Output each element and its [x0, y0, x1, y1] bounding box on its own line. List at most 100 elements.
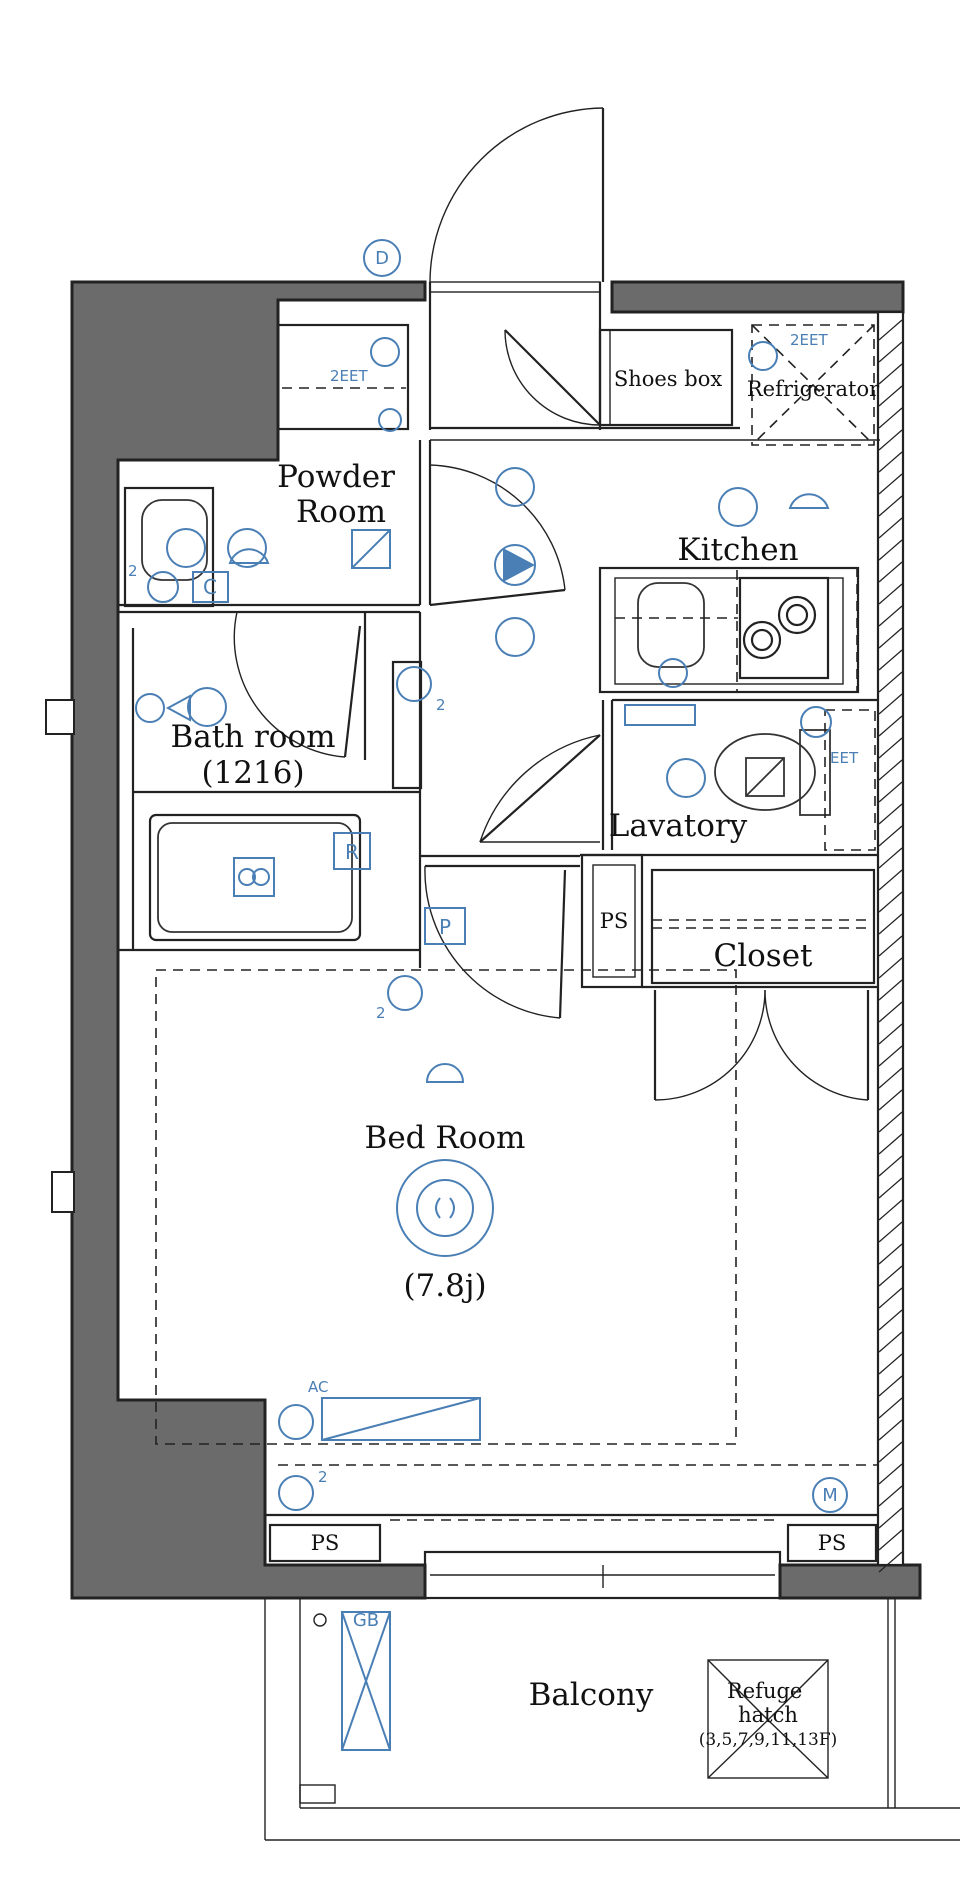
toilet-tank	[799, 729, 831, 816]
powder-room-label-line2: Room	[296, 494, 386, 530]
burner-2-inner	[750, 628, 774, 652]
two-label-b: 2	[436, 696, 446, 714]
p-label: P	[439, 915, 451, 939]
sliding-window	[423, 1550, 782, 1600]
ac-label: AC	[308, 1378, 328, 1396]
hatch-line	[878, 671, 903, 693]
light-icon-3	[495, 617, 535, 657]
drain-grate	[299, 1784, 336, 1804]
hatch-line	[878, 1353, 903, 1375]
hatch-line	[878, 1287, 903, 1309]
lavatory-door-leaf	[479, 734, 601, 843]
hatch-line	[878, 979, 903, 1001]
refuge-hatch-line2: hatch	[738, 1703, 798, 1727]
gb-cross-2	[341, 1611, 391, 1751]
gb-box	[341, 1611, 391, 1751]
hatch-line	[878, 1529, 903, 1551]
bath-sensor-icon	[135, 693, 165, 723]
washer-space	[276, 323, 410, 431]
powder-room-label-line1: Powder	[277, 459, 395, 495]
ceiling-light-inner	[416, 1179, 474, 1237]
hatch-line	[878, 913, 903, 935]
lavatory-light-icon	[666, 758, 706, 798]
two-label-d: 2	[318, 1468, 328, 1486]
panel-icon	[351, 529, 391, 569]
bath-room-label: Bath room	[170, 719, 335, 755]
vent-icon-l	[238, 868, 256, 886]
fan-icon	[788, 493, 830, 509]
exterior-wall-north-east	[610, 280, 905, 314]
two-eet-label-a: 2EET	[330, 367, 368, 385]
closet-door-left-swing	[654, 989, 766, 1101]
refuge-hatch-diag-3	[707, 1719, 769, 1779]
outlet-icon-4	[396, 666, 432, 702]
hatch-line	[878, 891, 903, 913]
kitchen-sink	[637, 582, 705, 668]
fridge-cross-2	[751, 324, 875, 446]
washbasin-counter	[123, 486, 215, 608]
hatch-line	[878, 1155, 903, 1177]
hatch-line	[878, 803, 903, 825]
hatch-line	[878, 1045, 903, 1067]
kitchen-counter	[598, 566, 860, 694]
lavatory-door-swing	[479, 734, 601, 843]
c-label: C	[203, 575, 217, 599]
gb-label: GB	[353, 1610, 379, 1631]
hatch-line	[878, 825, 903, 847]
hatch-line	[878, 1331, 903, 1353]
kitchen-outlet-icon	[658, 658, 688, 688]
toilet-lid-panel	[745, 757, 785, 797]
bath-door-swing	[233, 611, 346, 758]
hatch-line	[878, 649, 903, 671]
hatch-line	[878, 627, 903, 649]
closet-door-right-swing	[764, 989, 869, 1101]
ps-right-box	[786, 1523, 878, 1563]
r-box	[333, 832, 371, 870]
hatch-line	[878, 539, 903, 561]
lavatory-shelf	[624, 704, 696, 726]
washbasin-bowl	[141, 499, 208, 581]
bed-size-label: (7.8j)	[403, 1268, 486, 1304]
shoes-box	[598, 328, 734, 427]
hatch-line	[878, 583, 903, 605]
switch-circle-icon	[494, 544, 536, 586]
hatch-line	[878, 693, 903, 715]
eet-label: EET	[830, 749, 859, 767]
ps-upper-inner	[592, 864, 636, 978]
closet-label: Closet	[713, 938, 813, 974]
entrance-threshold	[429, 281, 601, 293]
balcony-label: Balcony	[529, 1677, 654, 1713]
hatch-line	[878, 473, 903, 495]
bedroom-door-leaf	[558, 869, 567, 1019]
hatch-line	[878, 363, 903, 385]
light-icon-4	[718, 487, 758, 527]
switch-triangle-icon	[503, 548, 535, 582]
sensor-icon	[228, 548, 270, 564]
refrigerator-label: Refrigerator	[747, 377, 880, 401]
light-icon-1	[378, 408, 402, 432]
hatch-line	[878, 1243, 903, 1265]
refuge-hatch-diag-2	[767, 1659, 829, 1721]
ps-upper-box	[580, 853, 644, 989]
outlet-icon-7	[278, 1475, 314, 1511]
hatch-line	[878, 1419, 903, 1441]
ceiling-light-mark-r	[449, 1197, 455, 1219]
panel-icon-diag	[351, 529, 391, 569]
refuge-hatch-label: Refuge hatch	[727, 1679, 809, 1727]
hatch-line	[878, 561, 903, 583]
hatch-line	[878, 1265, 903, 1287]
wall-notch-upper	[45, 699, 75, 735]
vent-icon-r	[252, 868, 270, 886]
hatch-line	[878, 429, 903, 451]
hatch-line	[878, 451, 903, 473]
two-label-a: 2	[128, 562, 138, 580]
toilet-bowl	[714, 733, 816, 811]
hatch-line	[878, 1067, 903, 1089]
hatch-line	[878, 517, 903, 539]
hatch-line	[878, 1023, 903, 1045]
meter-letter: M	[822, 1485, 838, 1506]
stove	[738, 576, 830, 680]
vent-icon	[233, 857, 275, 897]
hatch-line	[878, 759, 903, 781]
refuge-hatch-box	[707, 1659, 829, 1779]
